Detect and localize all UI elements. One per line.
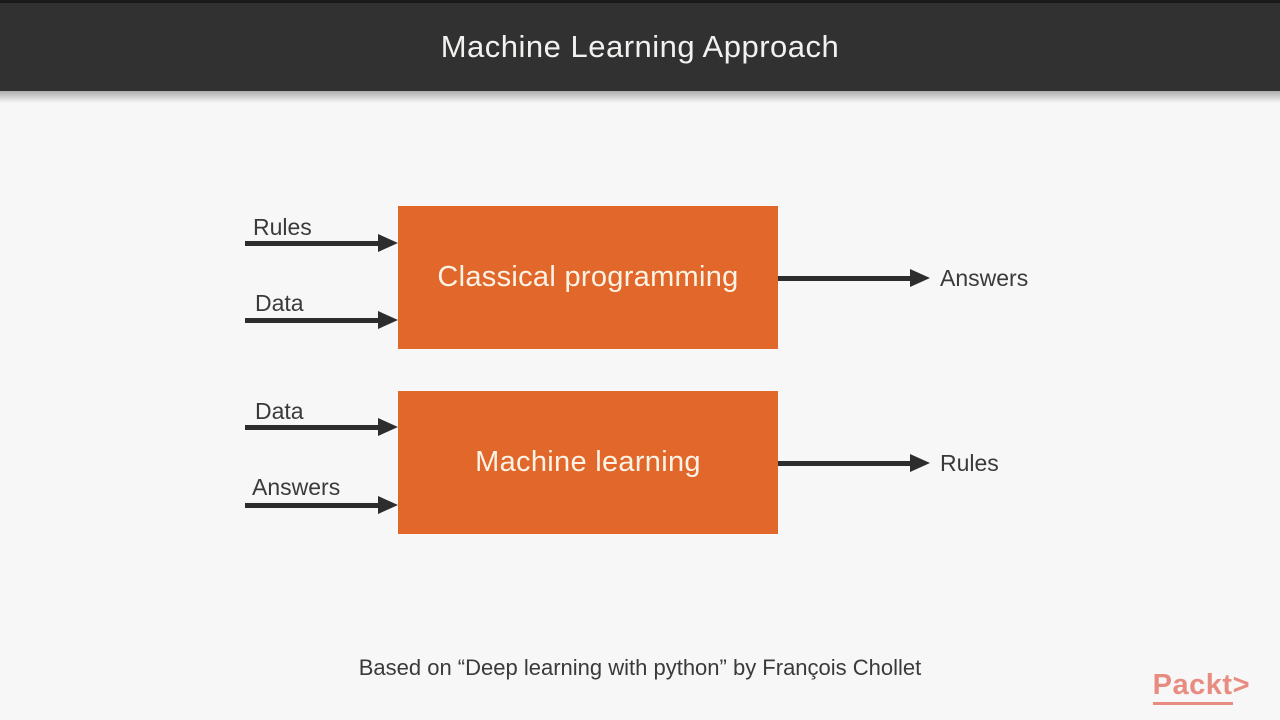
output-label-rules: Rules bbox=[940, 450, 999, 476]
arrow-head-icon bbox=[378, 418, 398, 436]
input-arrow bbox=[245, 418, 398, 436]
input-label-data: Data bbox=[255, 290, 304, 316]
arrow-head-icon bbox=[910, 269, 930, 287]
packt-logo-text: Packt bbox=[1152, 669, 1233, 705]
packt-chevron-icon: > bbox=[1232, 669, 1250, 701]
box-label: Classical programming bbox=[437, 261, 739, 293]
classical-programming-box: Classical programming bbox=[398, 206, 778, 349]
arrow-shaft bbox=[245, 502, 378, 508]
arrow-head-icon bbox=[378, 311, 398, 329]
input-arrow bbox=[245, 311, 398, 329]
input-label-rules: Rules bbox=[253, 214, 312, 240]
title-bar: Machine Learning Approach bbox=[0, 0, 1280, 91]
arrow-head-icon bbox=[910, 454, 930, 472]
input-label-answers: Answers bbox=[252, 474, 341, 500]
output-arrow bbox=[778, 269, 930, 287]
packt-logo: Packt> bbox=[1152, 669, 1250, 705]
output-label-answers: Answers bbox=[940, 265, 1029, 291]
arrow-shaft bbox=[245, 240, 378, 246]
arrow-shaft bbox=[245, 424, 378, 430]
input-arrow bbox=[245, 234, 398, 252]
machine-learning-box: Machine learning bbox=[398, 391, 778, 534]
arrow-shaft bbox=[778, 460, 910, 466]
slide-title: Machine Learning Approach bbox=[440, 29, 840, 64]
input-label-data: Data bbox=[255, 398, 304, 424]
input-arrow bbox=[245, 496, 398, 514]
arrow-head-icon bbox=[378, 234, 398, 252]
attribution-text: Based on “Deep learning with python” by … bbox=[358, 655, 922, 680]
arrow-shaft bbox=[245, 317, 378, 323]
box-label: Machine learning bbox=[475, 446, 701, 478]
output-arrow bbox=[778, 454, 930, 472]
title-bar-shadow bbox=[0, 91, 1280, 103]
arrow-shaft bbox=[778, 275, 910, 281]
arrow-head-icon bbox=[378, 496, 398, 514]
